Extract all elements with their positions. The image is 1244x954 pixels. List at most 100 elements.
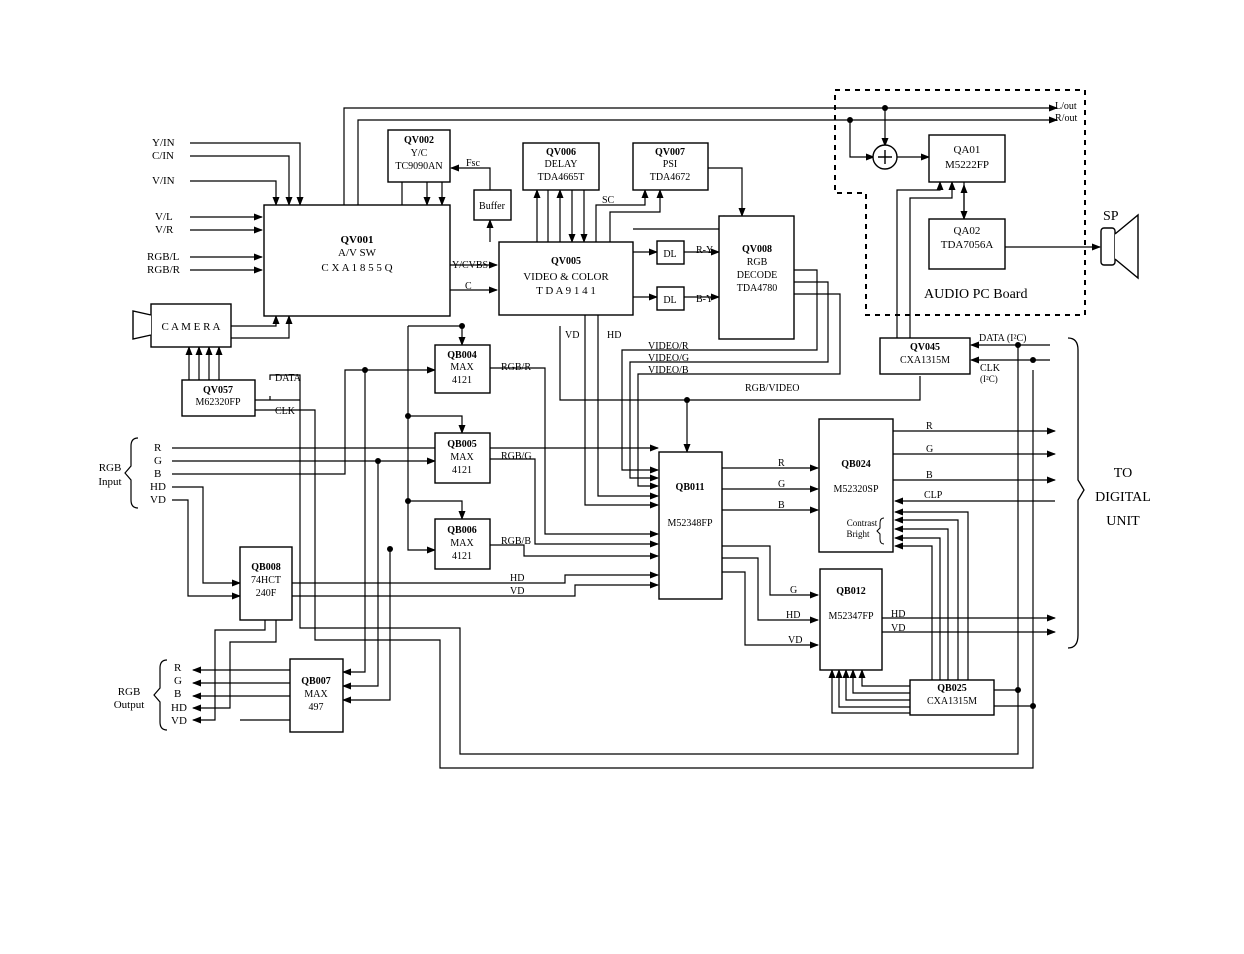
camera-lens-icon	[132, 310, 152, 340]
rgb-output-subtitle: Output	[114, 699, 145, 711]
rgb-output-title: RGB	[118, 686, 141, 698]
block-qv001: QV001 A/V SW C X A 1 8 5 5 Q	[263, 204, 451, 317]
label-data-i2c: DATA (I²C)	[979, 333, 1026, 344]
block-qb007-func: MAX	[304, 689, 328, 700]
block-qv008-func: RGB	[747, 257, 768, 268]
block-qb025-id: QB025	[937, 683, 966, 694]
label-g12: G	[790, 585, 797, 596]
rgb-input-vd: VD	[150, 494, 166, 506]
rgb-output-g: G	[174, 675, 182, 687]
block-qv001-part: C X A 1 8 5 5 Q	[321, 262, 392, 274]
block-qb024: QB024 M52320SP Contrast Bright	[818, 418, 894, 553]
label-hd-out: HD	[891, 609, 905, 620]
block-qb004-part: 4121	[452, 375, 472, 386]
block-qv057-part: M62320FP	[195, 397, 240, 408]
label-g-out: G	[926, 444, 933, 455]
rgb-input-r: R	[154, 442, 162, 454]
rgb-output-vd: VD	[171, 715, 187, 727]
block-qb006-func: MAX	[450, 538, 474, 549]
block-buffer-label: Buffer	[479, 201, 506, 212]
block-qb007: QB007 MAX 497	[289, 658, 344, 733]
block-qa01-id: QA01	[954, 144, 981, 156]
label-ycvbs: Y/CVBS	[452, 260, 488, 271]
block-qv006-id: QV006	[546, 147, 576, 158]
block-qv001-id: QV001	[341, 234, 374, 246]
r-out-label: R/out	[1055, 113, 1077, 124]
block-qv005: QV005 VIDEO & COLOR T D A 9 1 4 1	[498, 241, 634, 316]
block-qb006-part: 4121	[452, 551, 472, 562]
rgb-output-b: B	[174, 688, 181, 700]
block-qv007-part: TDA4672	[650, 172, 691, 183]
audio-pc-board: QA01 M5222FP QA02 TDA7056A SP AUDIO PC B…	[834, 89, 1139, 316]
block-qb004: QB004 MAX 4121	[434, 344, 491, 394]
rgb-input-hd: HD	[150, 481, 166, 493]
block-camera: C A M E R A	[132, 303, 232, 348]
contrast-label: Contrast	[847, 518, 878, 528]
block-qv006-part: TDA4665T	[538, 172, 585, 183]
block-qv008: QV008 RGB DECODE TDA4780	[718, 215, 795, 340]
block-qb024-part: M52320SP	[833, 484, 878, 495]
block-qa02-id: QA02	[954, 225, 981, 237]
block-qb007-id: QB007	[301, 676, 330, 687]
block-qb025-part: CXA1315M	[927, 696, 977, 707]
block-qv005-id: QV005	[551, 256, 581, 267]
block-qb024-id: QB024	[841, 459, 870, 470]
block-qb004-id: QB004	[447, 350, 476, 361]
block-qv002-func: Y/C	[411, 148, 428, 159]
rgb-input-group: RGB Input R G B HD VD	[98, 437, 166, 509]
rgb-output-hd: HD	[171, 702, 187, 714]
bright-label: Bright	[846, 529, 870, 539]
block-qv007-func: PSI	[663, 159, 677, 170]
block-qa02: QA02 TDA7056A	[928, 218, 1006, 270]
block-qv005-func: VIDEO & COLOR	[523, 271, 609, 283]
block-qb006: QB006 MAX 4121	[434, 518, 491, 570]
label-r-out: R	[926, 421, 933, 432]
label-clk-i2c: CLK	[980, 363, 1001, 374]
label-hd: HD	[607, 330, 621, 341]
block-qv008-func2: DECODE	[737, 270, 778, 281]
block-buffer: Buffer	[473, 189, 512, 221]
label-r: R	[778, 458, 785, 469]
block-qb008-func: 74HCT	[251, 575, 281, 586]
digital-unit-group: TO DIGITAL UNIT	[1067, 337, 1151, 649]
label-hd-mid: HD	[510, 573, 524, 584]
block-dl-ry-label: DL	[663, 249, 676, 260]
rgb-input-title: RGB	[99, 462, 122, 474]
block-qb012-id: QB012	[836, 586, 865, 597]
block-qb011-id: QB011	[676, 482, 705, 493]
input-vin: V/IN	[152, 175, 175, 187]
block-qb008-part: 240F	[256, 588, 277, 599]
block-qb012-part: M52347FP	[828, 611, 873, 622]
label-vd12: VD	[788, 635, 802, 646]
label-b-out: B	[926, 470, 933, 481]
speaker-icon	[1100, 213, 1139, 280]
block-qv006-func: DELAY	[545, 159, 578, 170]
label-data: DATA	[275, 373, 302, 384]
label-clp: CLP	[924, 490, 943, 501]
block-dl-by-label: DL	[663, 295, 676, 306]
label-fsc: Fsc	[466, 158, 480, 169]
block-qv007: QV007 PSI TDA4672	[632, 142, 709, 191]
label-video-b: VIDEO/B	[648, 365, 689, 376]
rgb-input-subtitle: Input	[98, 476, 121, 488]
block-qb008-id: QB008	[251, 562, 280, 573]
block-qb008: QB008 74HCT 240F	[239, 546, 293, 621]
block-dl-ry: DL	[656, 240, 685, 265]
label-sc: SC	[602, 195, 615, 206]
block-qb011-part: M52348FP	[667, 518, 712, 529]
label-video-g: VIDEO/G	[648, 353, 689, 364]
digital-unit-l3: UNIT	[1106, 514, 1140, 529]
label-g: G	[778, 479, 785, 490]
label-hd12: HD	[786, 610, 800, 621]
speaker-label: SP	[1103, 209, 1119, 224]
block-qb005: QB005 MAX 4121	[434, 432, 491, 484]
block-camera-label: C A M E R A	[162, 321, 221, 333]
block-qv057: QV057 M62320FP	[181, 379, 256, 417]
input-vr: V/R	[155, 224, 174, 236]
input-rgbr: RGB/R	[147, 264, 181, 276]
label-video-r: VIDEO/R	[648, 341, 689, 352]
audio-board-label: AUDIO PC Board	[924, 287, 1027, 302]
block-qa02-part: TDA7056A	[941, 239, 994, 251]
label-c: C	[465, 281, 472, 292]
rgb-input-b: B	[154, 468, 161, 480]
